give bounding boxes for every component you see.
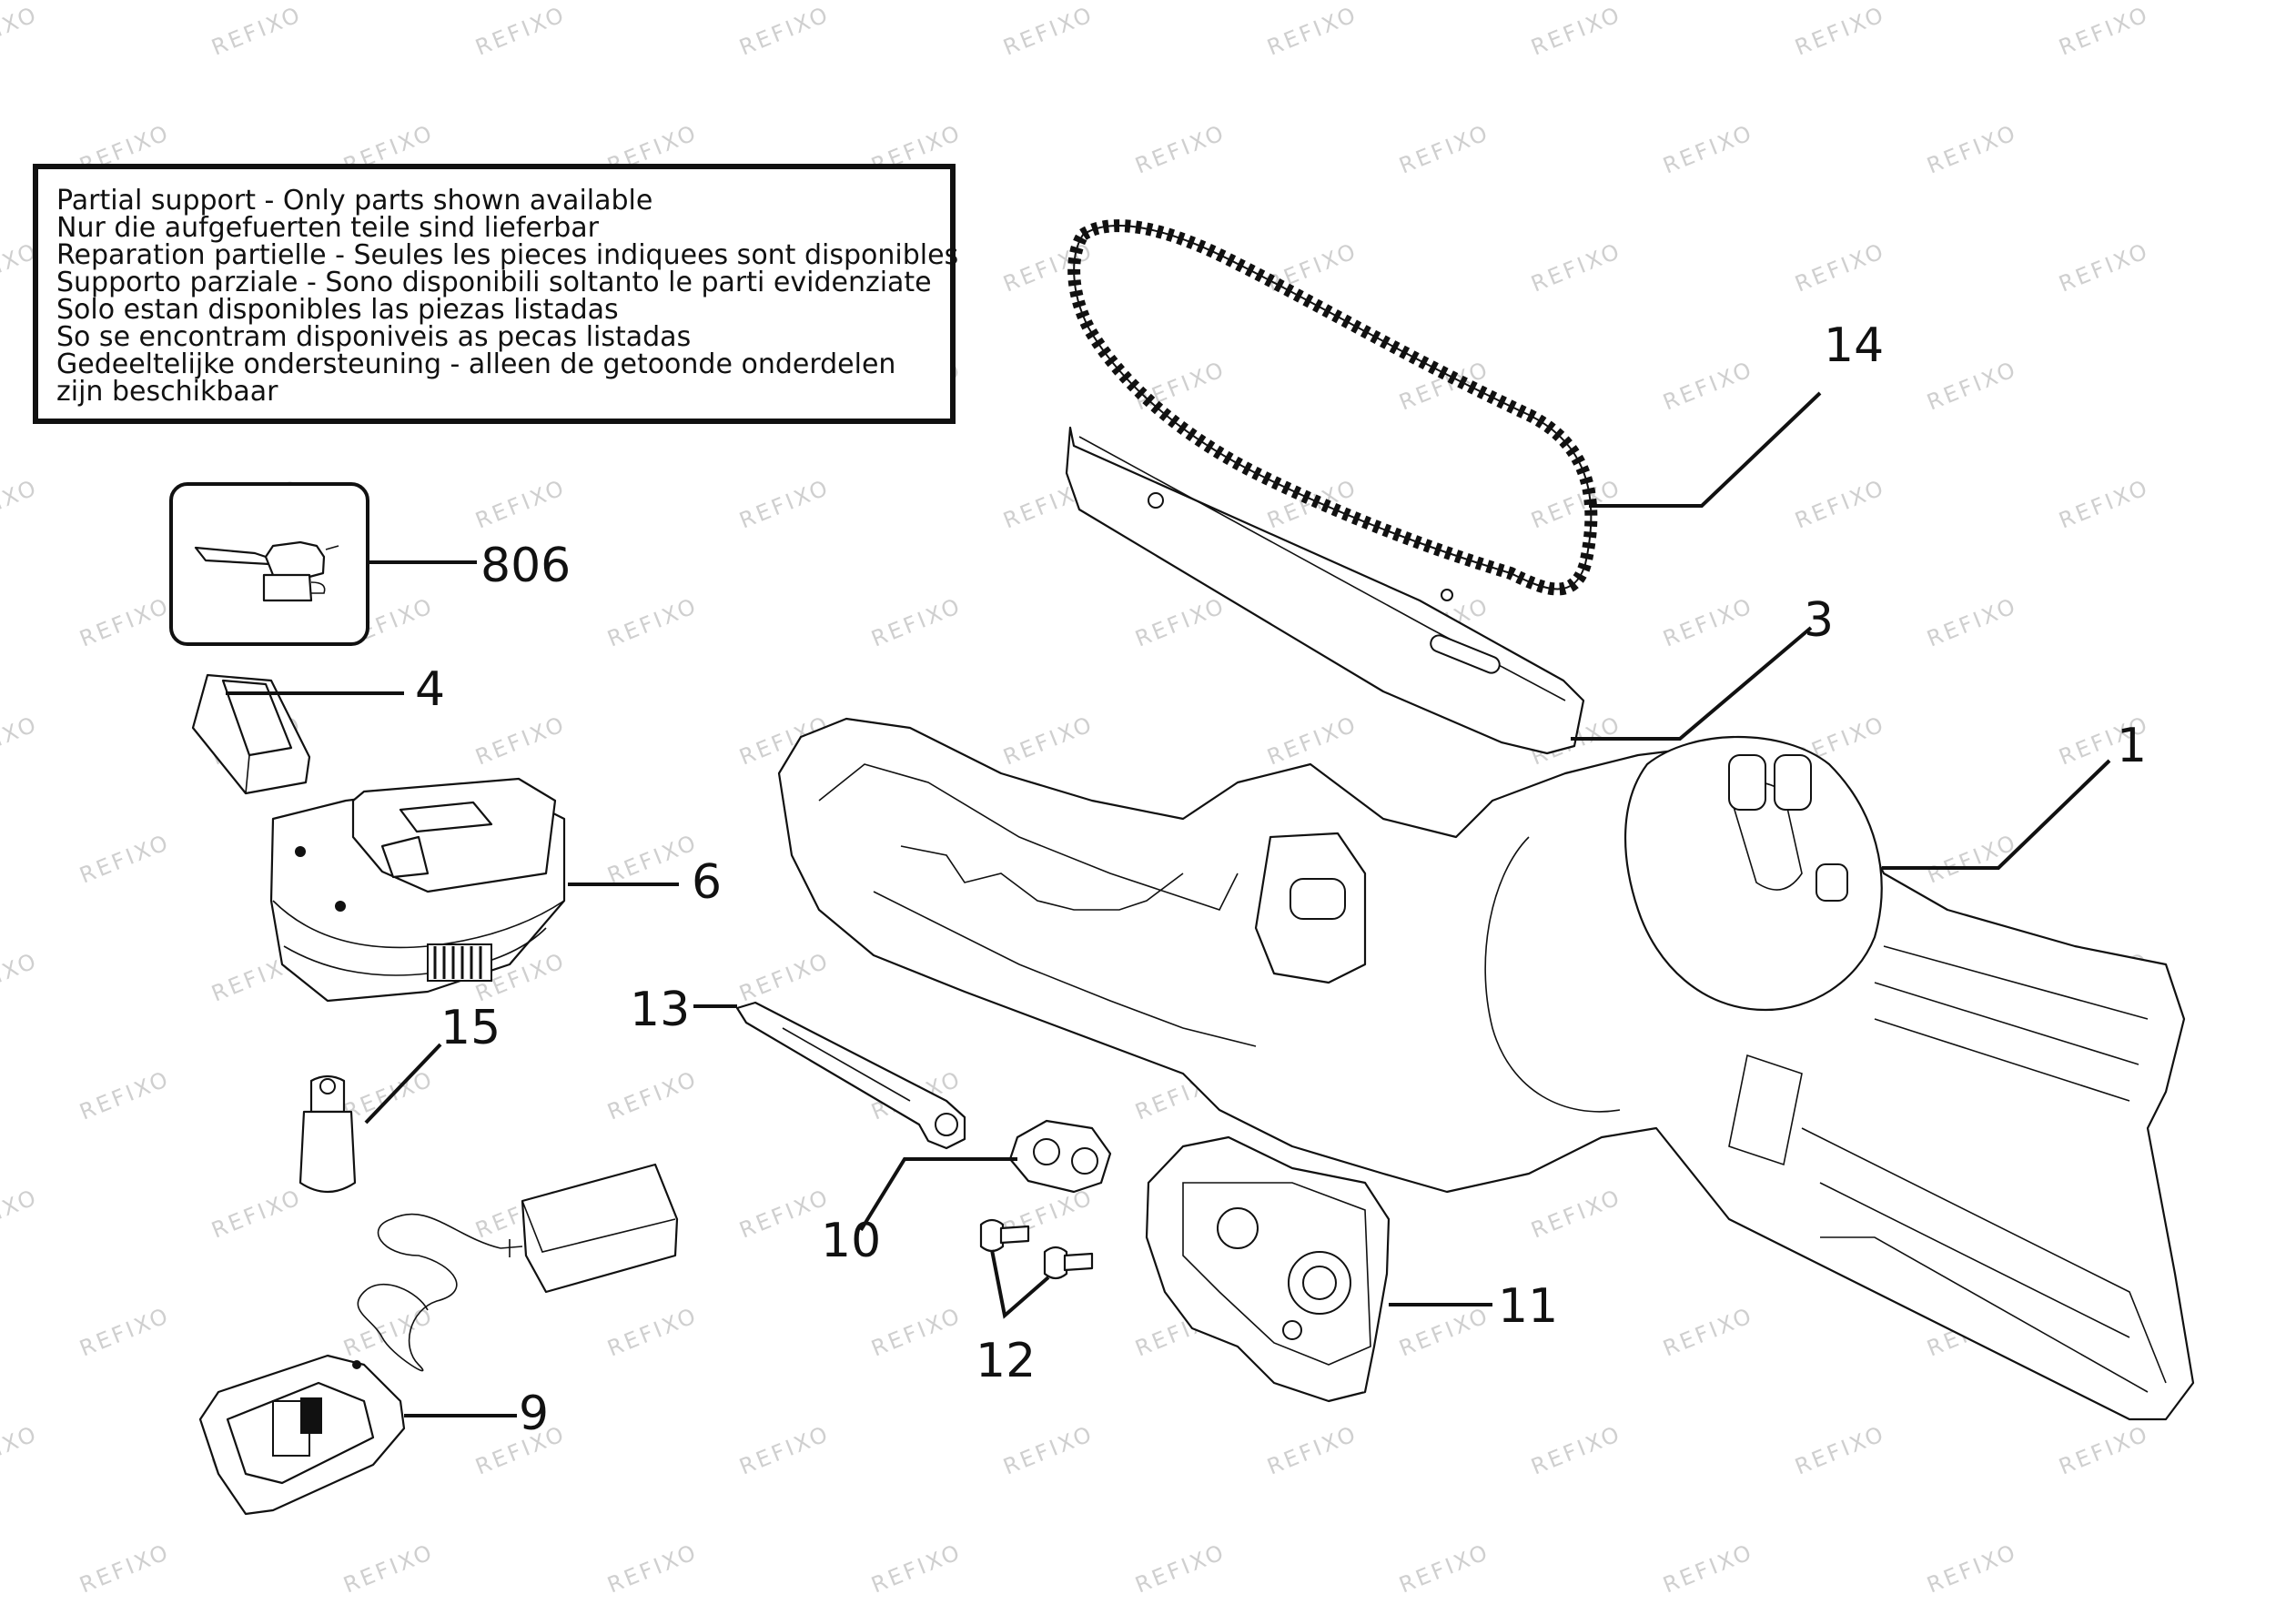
charger-part-9[interactable] bbox=[198, 1163, 679, 1516]
screws-part-12[interactable] bbox=[979, 1218, 1094, 1280]
part-label-11[interactable]: 11 bbox=[1498, 1279, 1559, 1334]
wrench-part-13[interactable] bbox=[735, 1001, 966, 1150]
part-label-9[interactable]: 9 bbox=[519, 1387, 550, 1441]
part-label-12[interactable]: 12 bbox=[976, 1334, 1037, 1388]
saw-chain-part-14[interactable] bbox=[1067, 219, 1598, 596]
battery-pack-part-6[interactable] bbox=[269, 777, 566, 1003]
notice-line-it: Supporto parziale - Sono disponibili sol… bbox=[56, 267, 932, 298]
part-label-6[interactable]: 6 bbox=[692, 855, 723, 910]
part-label-13[interactable]: 13 bbox=[630, 983, 691, 1037]
part-label-10[interactable]: 10 bbox=[821, 1214, 882, 1268]
notice-line-fr: Reparation partielle - Seules les pieces… bbox=[56, 239, 959, 271]
leader-lines bbox=[226, 391, 2111, 1417]
battery-vent-grille bbox=[427, 943, 492, 982]
oiler-part-806[interactable] bbox=[169, 482, 369, 646]
notice-line-nl: Gedeeltelijke ondersteuning - alleen de … bbox=[56, 348, 896, 380]
availability-notice: Partial support - Only parts shown avail… bbox=[33, 164, 959, 424]
notice-line-es: Solo estan disponibles las piezas listad… bbox=[56, 294, 619, 326]
part-label-806[interactable]: 806 bbox=[480, 539, 571, 593]
saw-body-part-1[interactable] bbox=[777, 717, 2195, 1421]
washer-plate-part-10[interactable] bbox=[1008, 1119, 1112, 1194]
oil-bottle-part-15[interactable] bbox=[298, 1074, 357, 1193]
part-label-4[interactable]: 4 bbox=[415, 662, 446, 717]
part-label-15[interactable]: 15 bbox=[440, 1001, 501, 1055]
part-label-14[interactable]: 14 bbox=[1824, 318, 1885, 373]
part-label-1[interactable]: 1 bbox=[2117, 719, 2148, 773]
notice-line-pt: So se encontram disponiveis as pecas lis… bbox=[56, 321, 692, 353]
battery-cover-part-4[interactable] bbox=[191, 673, 311, 795]
part-label-3[interactable]: 3 bbox=[1804, 593, 1835, 648]
notice-line-nl-cont: zijn beschikbaar bbox=[56, 376, 278, 408]
notice-line-de: Nur die aufgefuerten teile sind lieferba… bbox=[56, 212, 599, 244]
guide-bar-part-3[interactable] bbox=[1065, 426, 1585, 755]
sprocket-cover-part-11[interactable] bbox=[1145, 1135, 1391, 1403]
notice-line-en: Partial support - Only parts shown avail… bbox=[56, 185, 653, 217]
